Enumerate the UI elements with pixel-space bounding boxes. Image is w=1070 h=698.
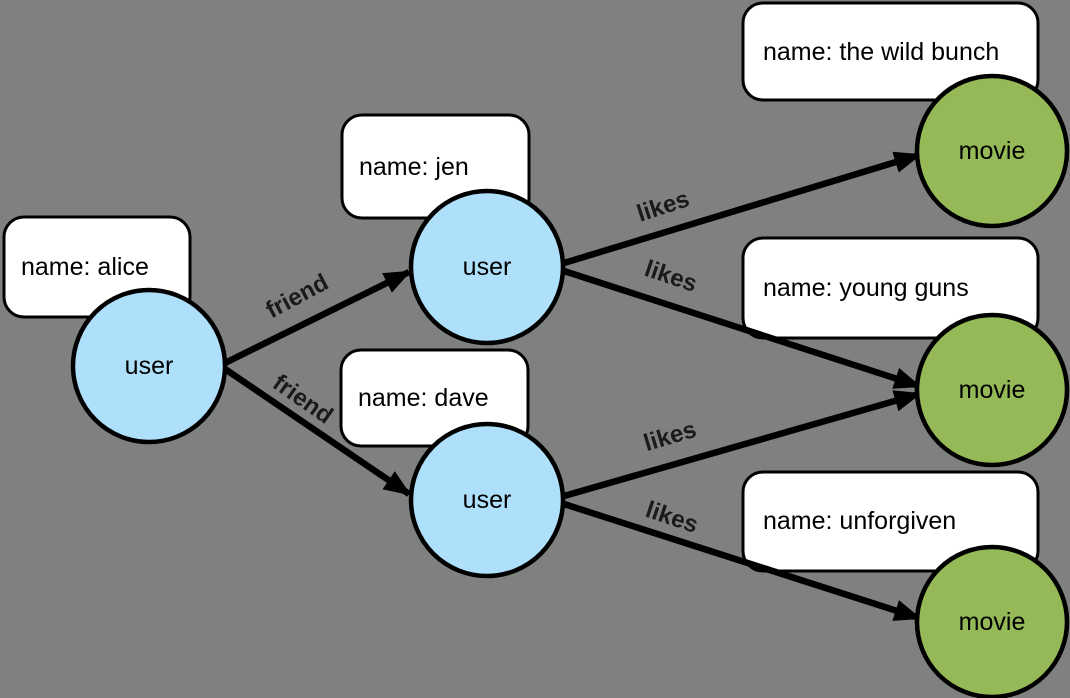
node-label-dave: user: [463, 486, 512, 514]
property-card-unforgiven: [741, 470, 1040, 573]
edge-jen-wild-bunch: [563, 151, 922, 267]
node-label-wild-bunch: movie: [959, 137, 1026, 165]
node-label-young-guns: movie: [959, 376, 1026, 404]
node-dave: [408, 421, 566, 579]
edges: [223, 151, 922, 622]
property-text-unforgiven: name: unforgiven: [763, 507, 956, 535]
property-cards: name: alice name: jen name: dave name: t…: [2, 1, 1040, 573]
node-alice: [70, 287, 228, 445]
node-label-jen: user: [463, 253, 512, 281]
node-unforgiven: [914, 544, 1070, 698]
node-jen: [408, 188, 566, 346]
property-text-alice: name: alice: [21, 253, 149, 281]
edge-alice-jen: [223, 269, 412, 366]
node-wild-bunch: [914, 73, 1070, 229]
nodes: user user user movie movie movie: [70, 73, 1070, 698]
property-card-young-guns: [741, 236, 1040, 340]
node-label-alice: user: [125, 352, 174, 380]
property-text-jen: name: jen: [359, 153, 469, 181]
node-young-guns: [914, 312, 1070, 468]
property-text-young-guns: name: young guns: [763, 274, 969, 302]
edge-dave-young-guns: [563, 390, 922, 500]
edge-alice-dave: [223, 366, 412, 497]
node-label-unforgiven: movie: [959, 608, 1026, 636]
property-text-dave: name: dave: [358, 384, 489, 412]
property-text-wild-bunch: name: the wild bunch: [763, 38, 999, 66]
edge-dave-unforgiven: [563, 500, 922, 622]
property-card-wild-bunch: [741, 1, 1040, 102]
edge-jen-young-guns: [562, 267, 922, 390]
